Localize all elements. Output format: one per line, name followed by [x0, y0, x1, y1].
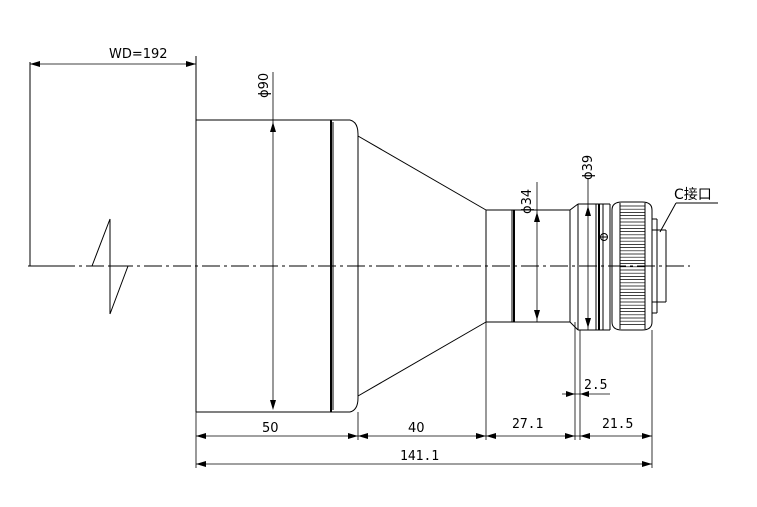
segment-dimensions: [196, 433, 652, 439]
cone-length-label: 40: [408, 421, 425, 436]
knurled-ring: [611, 201, 653, 331]
rear-section: [577, 203, 611, 331]
mid-diameter-label: ϕ34: [520, 189, 535, 214]
front-diameter-label: ϕ90: [257, 73, 272, 98]
extension-lines: [195, 322, 653, 468]
working-distance-label: WD=192: [109, 47, 168, 62]
front-diameter-dimension: [270, 72, 276, 410]
mount-leader: [659, 202, 718, 233]
total-length-label: 141.1: [400, 449, 439, 464]
front-length-label: 50: [262, 421, 279, 436]
mount-length-label: 21.5: [602, 417, 633, 432]
total-length-dimension: [196, 461, 652, 467]
mid-barrel: [485, 203, 579, 331]
mid-diameter-dimension: [534, 182, 540, 322]
working-distance-bracket: [29, 56, 197, 315]
front-barrel: [195, 119, 359, 413]
flange-offset-label: 2.5: [584, 378, 607, 393]
rear-diameter-dimension: [585, 178, 591, 330]
knurl-lines: [620, 205, 645, 325]
rear-diameter-label: ϕ39: [581, 155, 596, 180]
mount-label: C接口: [674, 186, 712, 203]
barrel-length-label: 27.1: [512, 417, 543, 432]
flange-offset-dimension: [562, 391, 610, 397]
c-mount-thread: [652, 218, 667, 314]
cone-section: [357, 135, 487, 397]
